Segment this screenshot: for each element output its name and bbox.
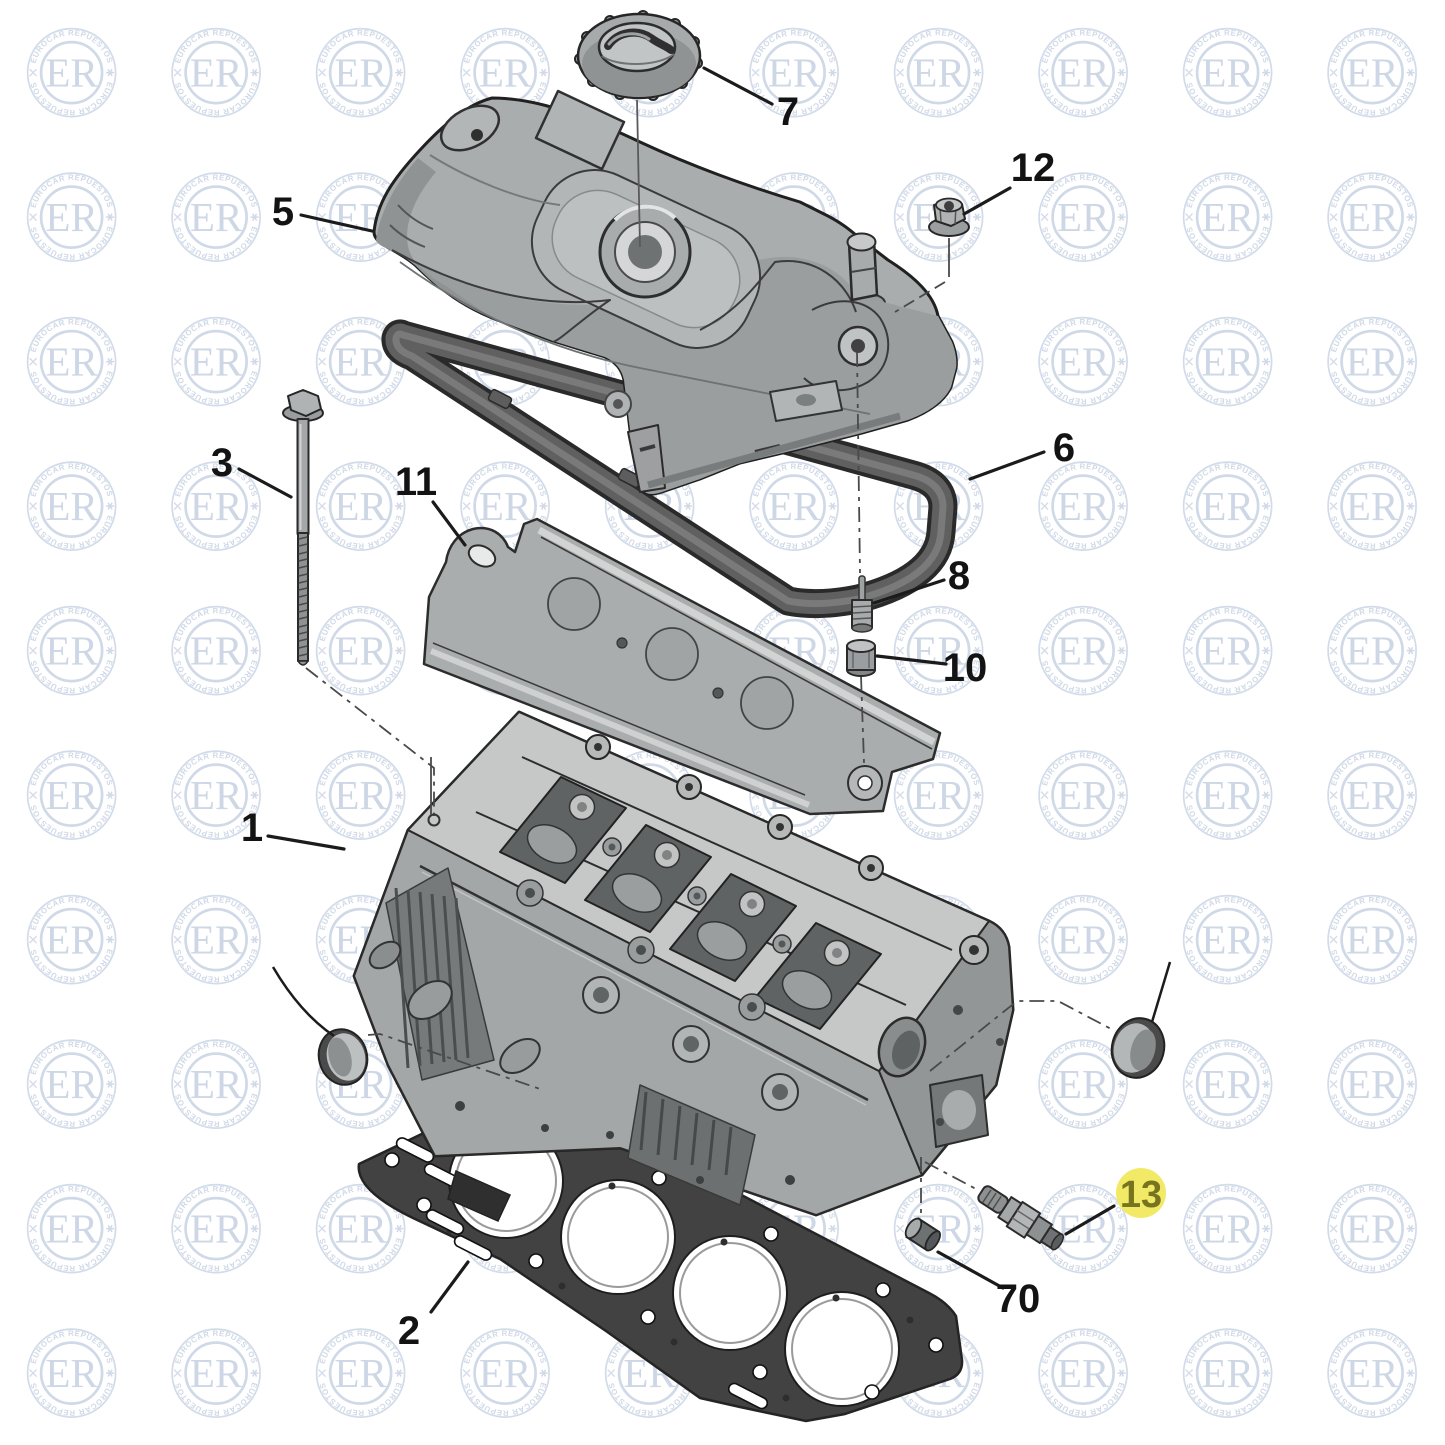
svg-text:13: 13	[1120, 1174, 1162, 1216]
svg-text:8: 8	[948, 554, 970, 598]
svg-text:6: 6	[1053, 426, 1075, 470]
svg-text:70: 70	[996, 1277, 1041, 1321]
svg-text:5: 5	[272, 190, 294, 234]
svg-text:7: 7	[777, 90, 799, 134]
svg-text:3: 3	[211, 441, 233, 485]
svg-text:2: 2	[398, 1309, 420, 1353]
svg-text:10: 10	[943, 646, 988, 690]
svg-text:1: 1	[241, 806, 263, 850]
svg-text:12: 12	[1011, 146, 1056, 190]
svg-text:11: 11	[395, 460, 437, 504]
